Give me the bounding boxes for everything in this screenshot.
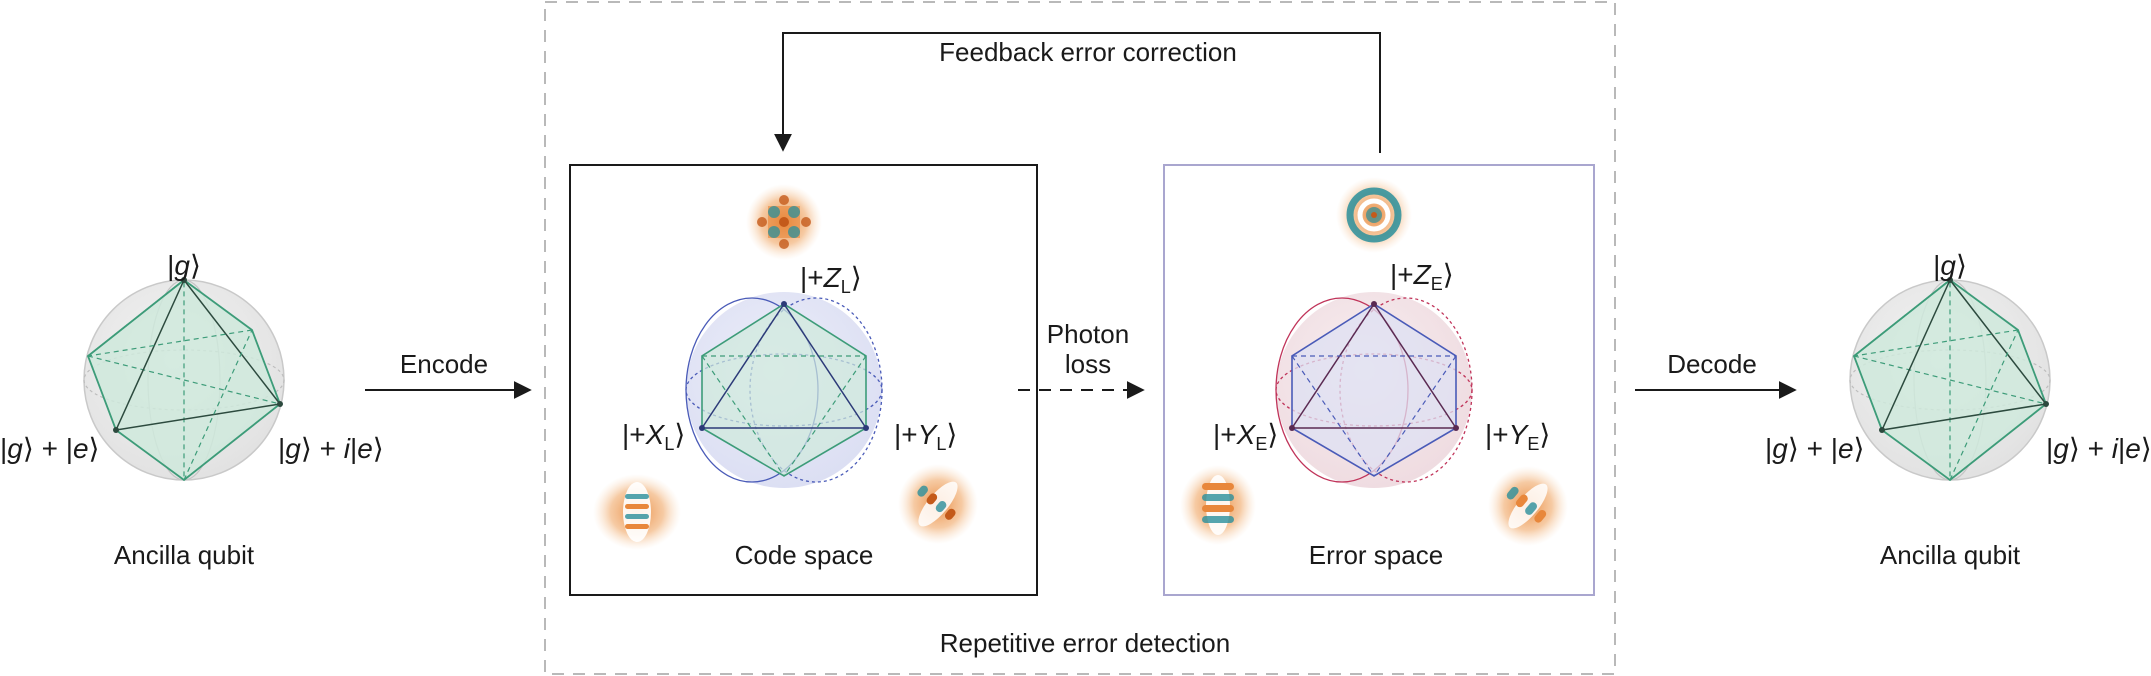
ancilla-right-caption: Ancilla qubit [1880,540,2021,570]
error-y-wigner [1488,466,1568,546]
code-z-label: |+ZL⟩ [800,262,862,297]
error-space-box [1163,164,1595,596]
ancilla-left-right-state: |g⟩ + i|e⟩ [278,433,384,464]
code-x-wigner [593,474,681,550]
code-space-sphere [685,292,883,488]
decode-label: Decode [1667,349,1757,379]
feedback-arrow [774,32,1381,153]
ancilla-sphere-right [1849,277,2051,482]
ancilla-sphere-left [83,277,285,482]
error-y-label: |+YE⟩ [1485,419,1550,454]
error-space-sphere [1275,292,1473,488]
error-z-label: |+ZE⟩ [1390,259,1454,294]
ancilla-left-caption: Ancilla qubit [114,540,255,570]
ancilla-left-left-state: |g⟩ + |e⟩ [0,433,99,464]
error-x-label: |+XE⟩ [1213,419,1278,454]
ancilla-right-left-state: |g⟩ + |e⟩ [1765,433,1864,464]
photon-loss-label-line2: loss [1065,349,1111,379]
code-y-wigner [898,464,978,544]
ancilla-right-top-state: |g⟩ [1933,250,1967,281]
ancilla-left-top-state: |g⟩ [167,250,201,281]
code-x-label: |+XL⟩ [622,419,685,454]
ancilla-right-right-state: |g⟩ + i|e⟩ [2046,433,2151,464]
error-z-wigner [1336,177,1412,253]
code-space-caption: Code space [735,540,874,570]
code-space-box [569,164,1038,596]
repetitive-label: Repetitive error detection [940,628,1230,658]
code-y-label: |+YL⟩ [894,419,957,454]
photon-loss-label-line1: Photon [1047,319,1129,349]
feedback-label: Feedback error correction [939,37,1237,67]
encode-label: Encode [400,349,488,379]
error-space-caption: Error space [1309,540,1443,570]
code-z-wigner [746,184,822,260]
error-x-wigner [1180,465,1256,545]
repetitive-detection-box [544,1,1616,675]
